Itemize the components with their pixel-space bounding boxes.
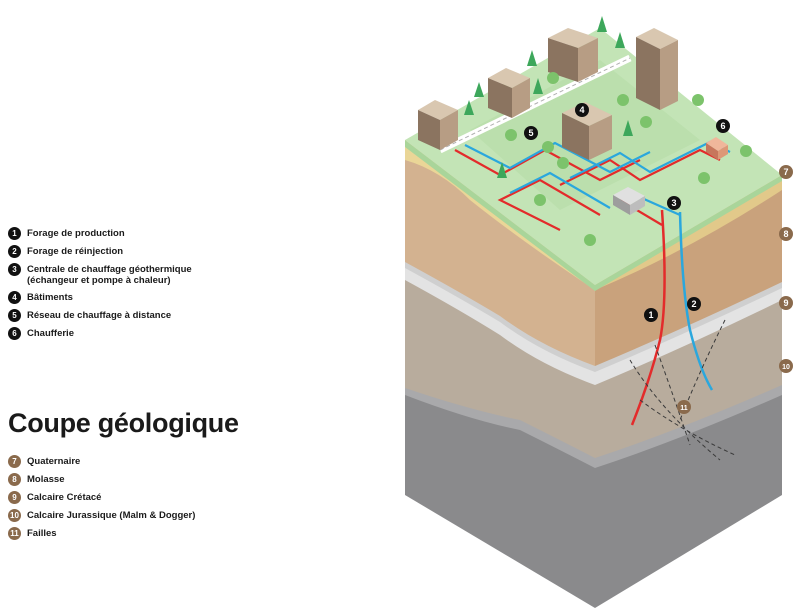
legend-item-jurassique: 10 Calcaire Jurassique (Malm & Dogger) [8,509,196,522]
legend-label: Chaufferie [27,328,74,339]
legend-label: Forage de réinjection [27,246,124,257]
building [636,28,678,110]
tree [615,32,625,48]
marker-1: 1 [644,308,658,322]
number-badge: 4 [8,291,21,304]
tree [740,145,752,157]
svg-text:10: 10 [782,364,790,371]
marker-5: 5 [524,126,538,140]
geology-legend: 7 Quaternaire 8 Molasse 9 Calcaire Créta… [8,455,196,546]
number-badge: 11 [8,527,21,540]
legend-item-cretace: 9 Calcaire Crétacé [8,491,195,504]
tree [623,120,633,136]
marker-4: 4 [575,103,589,117]
legend-label: Bâtiments [27,292,73,303]
number-badge: 2 [8,245,21,258]
network-return-pipe [464,141,651,174]
svg-text:8: 8 [783,229,788,239]
legend-item-geothermal-plant: 3 Centrale de chauffage géothermique (éc… [8,263,192,286]
legend-item-molasse: 8 Molasse [8,473,195,486]
tree [698,172,710,184]
tree [640,116,652,128]
number-badge: 6 [8,327,21,340]
legend-item-production-well: 1 Forage de production [8,227,192,240]
tree [597,16,607,32]
legend-item-district-heating: 5 Réseau de chauffage à distance [8,309,192,322]
legend-label: Calcaire Jurassique (Malm & Dogger) [27,510,196,521]
legend-label: Réseau de chauffage à distance [27,310,172,321]
trees [464,16,752,246]
marker-7: 7 [779,165,793,179]
number-badge: 3 [8,263,21,276]
legend-item-quaternaire: 7 Quaternaire [8,455,195,468]
reinjection-well-pipe [678,211,714,391]
tree [474,82,484,97]
legend-label: Centrale de chauffage géothermique (écha… [27,264,192,286]
legend-label: Molasse [27,474,65,485]
tree [584,234,596,246]
tree [557,157,569,169]
number-badge: 5 [8,309,21,322]
tree [534,194,546,206]
tree [692,94,704,106]
svg-text:6: 6 [720,121,725,131]
building [488,68,530,118]
legend-label: Failles [27,528,57,539]
legend-item-reinjection-well: 2 Forage de réinjection [8,245,192,258]
marker-6: 6 [716,119,730,133]
number-badge: 1 [8,227,21,240]
marker-8: 8 [779,227,793,241]
tree [505,129,517,141]
svg-text:4: 4 [579,105,584,115]
geothermal-plant [613,187,645,215]
marker-11: 11 [677,400,691,414]
tree [527,50,537,66]
geology-title: Coupe géologique [8,408,239,438]
marker-10: 10 [779,359,793,373]
number-badge: 7 [8,455,21,468]
legend-item-boiler-room: 6 Chaufferie [8,327,192,340]
legend-label: Quaternaire [27,456,81,467]
legend-item-buildings: 4 Bâtiments [8,291,192,304]
infrastructure-legend: 1 Forage de production 2 Forage de réinj… [8,227,192,346]
svg-text:3: 3 [671,198,676,208]
legend-item-failles: 11 Failles [8,527,195,540]
number-badge: 8 [8,473,21,486]
tree [542,141,554,153]
network-return-pipe [509,171,611,209]
building [418,100,458,150]
number-badge: 9 [8,491,21,504]
svg-text:2: 2 [691,299,696,309]
marker-2: 2 [687,297,701,311]
legend-label: Forage de production [27,228,125,239]
tree [533,78,543,94]
boiler-room [706,137,728,160]
marker-9: 9 [779,296,793,310]
road-marking [439,57,631,151]
legend-label: Calcaire Crétacé [27,492,102,503]
svg-text:11: 11 [680,405,688,412]
tree [547,72,559,84]
marker-3: 3 [667,196,681,210]
building [548,28,598,82]
production-well-pipe [630,209,666,426]
grass-edge [595,175,782,291]
fault-line [639,399,736,456]
tree [464,100,474,115]
svg-text:7: 7 [783,167,788,177]
network-supply-pipe [497,178,601,231]
number-badge: 10 [8,509,21,522]
tree [617,94,629,106]
tree [497,162,507,178]
network-supply-pipe [559,148,721,186]
grass-edge [405,140,595,291]
svg-text:9: 9 [783,298,788,308]
svg-text:1: 1 [648,310,653,320]
svg-text:5: 5 [528,128,533,138]
